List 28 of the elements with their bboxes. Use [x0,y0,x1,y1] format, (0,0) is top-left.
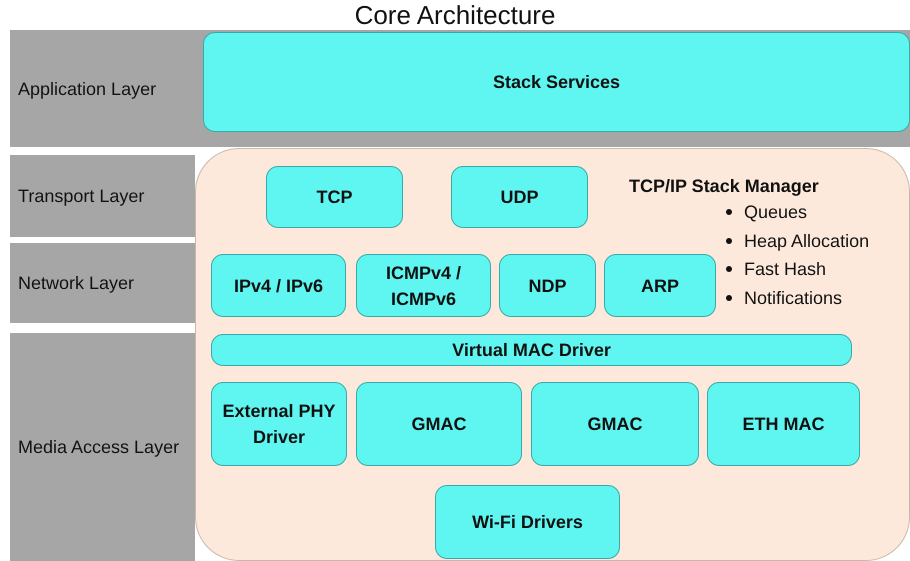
module-box: Virtual MAC Driver [211,334,852,366]
bullet-item: Fast Hash [744,258,826,281]
layer-label: Application Layer [18,78,158,101]
layer-band [10,155,195,237]
panel-heading: TCP/IP Stack Manager [629,175,819,198]
module-box: ARP [604,254,716,317]
layer-band [10,243,195,323]
module-box: UDP [451,166,588,228]
module-box: External PHY Driver [211,382,347,466]
module-box: ICMPv4 / ICMPv6 [356,254,491,317]
module-box: Stack Services [203,32,910,132]
module-box: GMAC [531,382,699,466]
bullet-item: Queues [744,201,808,224]
module-box: ETH MAC [707,382,860,466]
diagram-title: Core Architecture [354,0,556,30]
layer-label: Media Access Layer [18,436,180,459]
layer-label: Network Layer [18,272,136,295]
layer-band [10,30,910,147]
layer-label: Transport Layer [18,185,146,208]
module-box: TCP [266,166,403,228]
module-box: GMAC [356,382,522,466]
layer-band [10,333,195,561]
module-box: NDP [499,254,596,317]
bullet-item: Heap Allocation [744,230,870,253]
module-box: IPv4 / IPv6 [211,254,346,317]
module-box: Wi-Fi Drivers [435,485,620,559]
bullet-item: Notifications [744,286,842,310]
stack-manager-panel [195,148,910,561]
